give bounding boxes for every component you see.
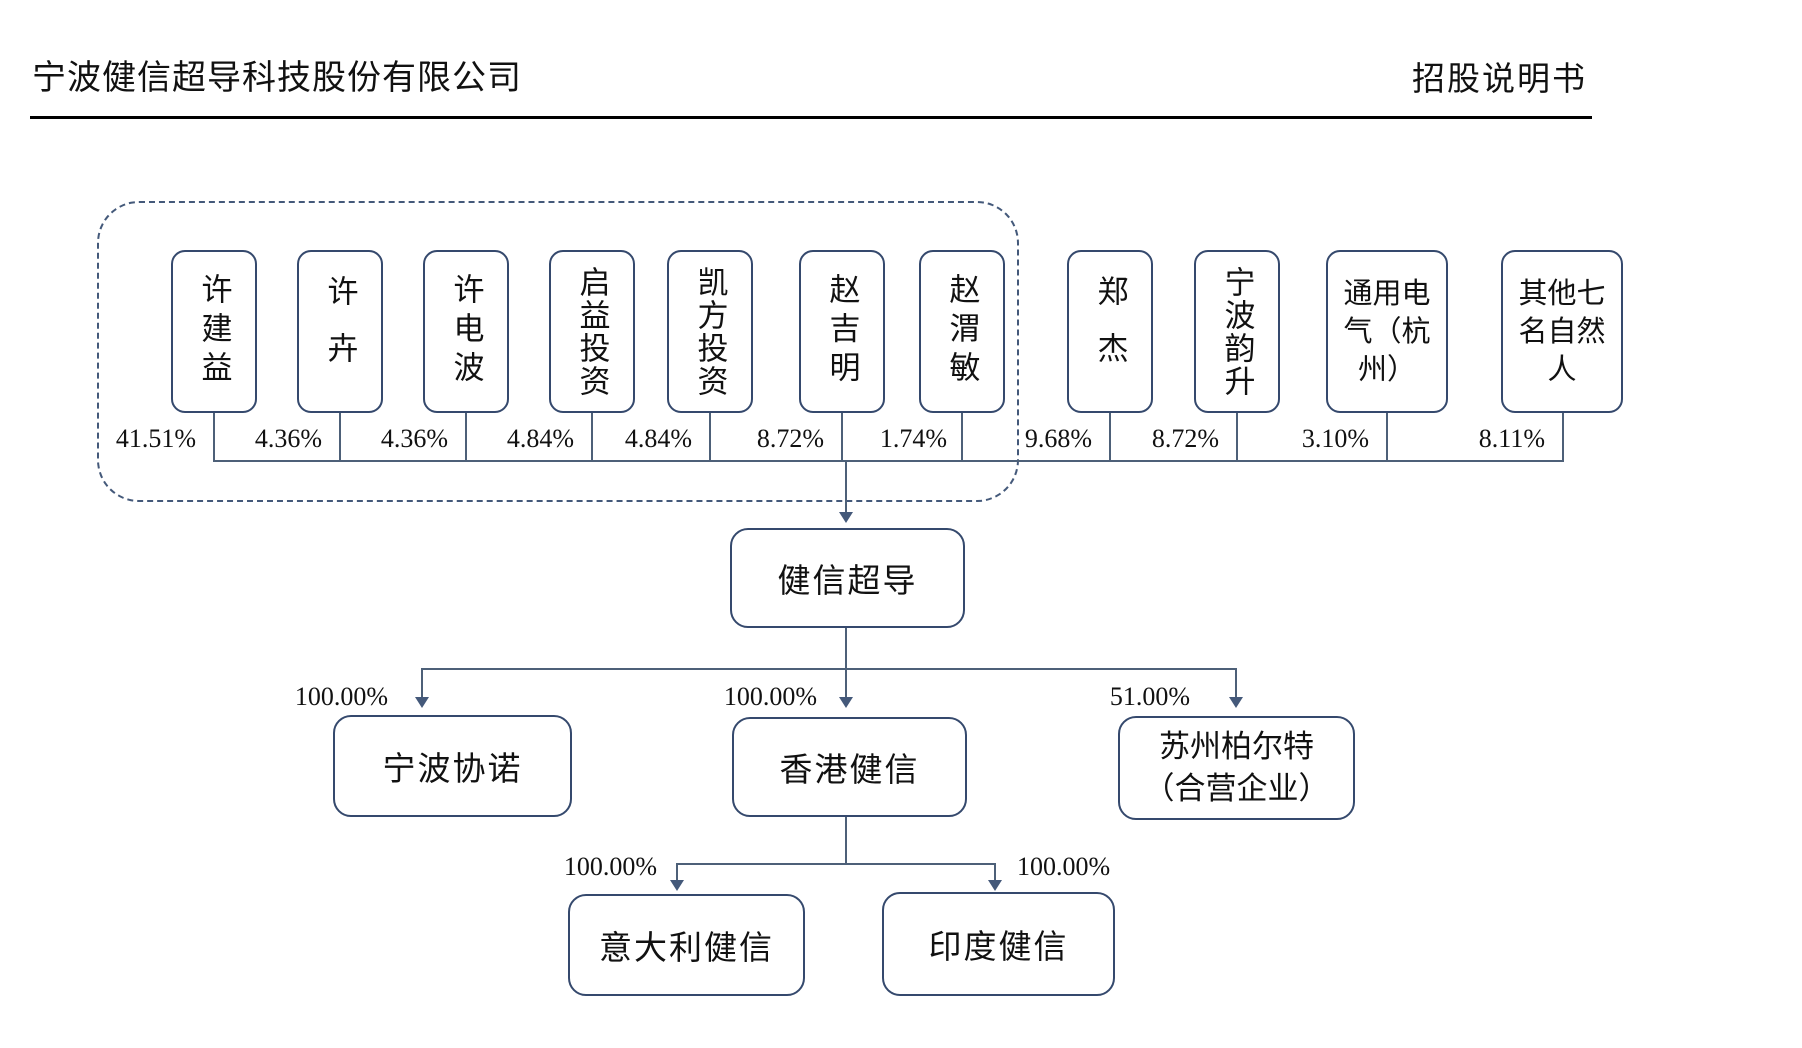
shareholder-percent-3: 4.84% [506, 424, 574, 453]
shareholder-box-10: 其他七名自然人 [1501, 250, 1623, 413]
sub1-arrow-head [839, 697, 853, 708]
shareholder-percent-10: 8.11% [1478, 424, 1545, 453]
shareholder-box-1: 许卉 [297, 250, 383, 413]
shareholder-stub-2 [465, 413, 467, 461]
sub2-arrow-head [1229, 697, 1243, 708]
shareholder-percent-2: 4.36% [380, 424, 448, 453]
shareholder-name-4: 凯方投资 [692, 265, 728, 398]
subsub0-arrow-head [670, 880, 684, 891]
sub0-name: 宁波协诺 [382, 752, 523, 788]
shareholder-box-3: 启益投资 [549, 250, 635, 413]
subsub1-percent: 100.00% [1017, 852, 1111, 881]
shareholder-name-0: 许建益 [196, 273, 232, 390]
subsub1-arrow-line [994, 863, 996, 881]
shareholder-box-5: 赵吉明 [799, 250, 885, 413]
sub2-box: 苏州柏尔特（合营企业） [1118, 716, 1355, 820]
shareholder-stub-4 [709, 413, 711, 461]
shareholder-name-6: 赵渭敏 [944, 273, 980, 390]
bottom-branch-line [677, 863, 996, 865]
issuer-stub [845, 628, 847, 668]
hk-stub [845, 817, 847, 863]
shareholder-percent-9: 3.10% [1301, 424, 1369, 453]
sub1-arrow-line [845, 668, 847, 698]
shareholder-name-2: 许电波 [448, 273, 484, 390]
shareholder-box-7: 郑杰 [1067, 250, 1153, 413]
shareholder-name-3: 启益投资 [574, 265, 610, 398]
shareholder-box-9: 通用电气（杭州） [1326, 250, 1448, 413]
subsub0-arrow-line [676, 863, 678, 881]
shareholder-box-6: 赵渭敏 [919, 250, 1005, 413]
shareholder-name-8: 宁波韵升 [1219, 265, 1255, 398]
subsub1-name: 印度健信 [928, 930, 1069, 966]
shareholder-stub-9 [1386, 413, 1388, 461]
subsub0-percent: 100.00% [563, 852, 657, 881]
doc-type-title: 招股说明书 [1412, 62, 1587, 98]
sub0-arrow-head [415, 697, 429, 708]
subsub0-name: 意大利健信 [599, 931, 774, 967]
shareholder-stub-3 [591, 413, 593, 461]
shareholder-stub-1 [339, 413, 341, 461]
shareholder-name-1: 许卉 [322, 274, 358, 389]
sub1-percent: 100.00% [723, 682, 817, 711]
shareholder-percent-0: 41.51% [115, 424, 196, 453]
sub1-name: 香港健信 [779, 753, 920, 789]
shareholder-stub-10 [1562, 413, 1564, 461]
shareholder-stub-7 [1109, 413, 1111, 461]
main-arrow-line [845, 460, 847, 513]
mid-branch-line [422, 668, 1237, 670]
shareholder-percent-5: 8.72% [756, 424, 824, 453]
shareholder-percent-7: 9.68% [1024, 424, 1092, 453]
shareholder-percent-6: 1.74% [879, 424, 947, 453]
shareholder-box-2: 许电波 [423, 250, 509, 413]
shareholder-percent-1: 4.36% [254, 424, 322, 453]
shareholder-stub-0 [213, 413, 215, 461]
issuer-box: 健信超导 [730, 528, 965, 628]
shareholder-percent-8: 8.72% [1151, 424, 1219, 453]
top-bus-line [213, 460, 1564, 462]
subsub1-box: 印度健信 [882, 892, 1115, 996]
shareholder-stub-8 [1236, 413, 1238, 461]
company-title: 宁波健信超导科技股份有限公司 [32, 60, 522, 97]
sub2-name: 苏州柏尔特（合营企业） [1143, 729, 1330, 806]
shareholder-box-0: 许建益 [171, 250, 257, 413]
header-divider [30, 116, 1592, 119]
subsub1-arrow-head [988, 880, 1002, 891]
shareholder-stub-6 [961, 413, 963, 461]
shareholder-name-10: 其他七名自然人 [1518, 277, 1606, 386]
issuer-name: 健信超导 [777, 564, 918, 600]
sub0-arrow-line [421, 668, 423, 698]
main-arrow-head [839, 512, 853, 523]
sub2-percent: 51.00% [1109, 682, 1190, 711]
subsub0-box: 意大利健信 [568, 894, 805, 996]
sub0-percent: 100.00% [294, 682, 388, 711]
shareholder-name-9: 通用电气（杭州） [1343, 277, 1431, 386]
shareholder-percent-4: 4.84% [624, 424, 692, 453]
sub2-arrow-line [1235, 668, 1237, 698]
sub0-box: 宁波协诺 [333, 715, 572, 817]
shareholder-stub-5 [841, 413, 843, 461]
dashed-group-outline [97, 201, 1019, 502]
shareholder-box-4: 凯方投资 [667, 250, 753, 413]
sub1-box: 香港健信 [732, 717, 967, 817]
shareholder-box-8: 宁波韵升 [1194, 250, 1280, 413]
shareholder-name-5: 赵吉明 [824, 273, 860, 390]
shareholder-name-7: 郑杰 [1092, 274, 1128, 389]
